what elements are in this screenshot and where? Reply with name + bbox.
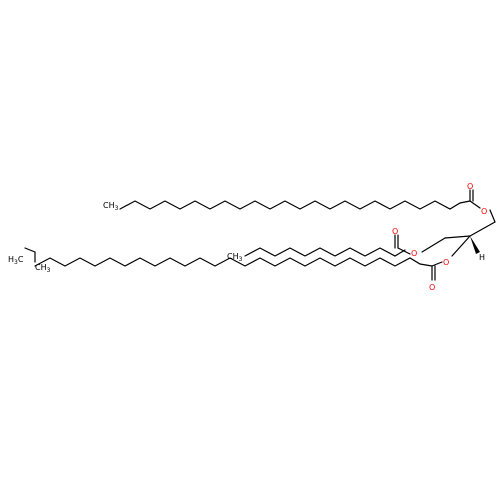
top-ester-o-bond [489, 209, 496, 223]
bottom-ester-oxygen: O [443, 258, 449, 267]
top-ester-bond [469, 200, 481, 209]
bottom-ester-bond [431, 261, 443, 267]
middle-carbonyl-oxygen: O [392, 227, 398, 236]
glycerol-c1-c2 [469, 221, 496, 237]
stereo-hydrogen: H [479, 253, 485, 262]
bottom-branch-ethyl [24, 247, 36, 253]
top-carbonyl-oxygen: O [467, 182, 473, 191]
branch-methyl-label: CH3 [35, 263, 51, 274]
bottom-acyl-chain [34, 257, 433, 267]
middle-ester-oxygen: O [411, 249, 417, 258]
bottom-ethyl-label: H3C [8, 255, 24, 266]
top-ester-oxygen: O [481, 207, 487, 216]
bottom-carbonyl-oxygen: O [429, 283, 435, 292]
middle-o-to-glycerol [421, 237, 446, 253]
middle-acyl-chain [244, 247, 406, 257]
middle-methyl-label: CH3 [227, 252, 243, 263]
glycerol-c3-c2 [444, 235, 471, 239]
stereo-wedge [470, 236, 480, 254]
middle-ester-bond [397, 247, 411, 255]
top-acyl-chain [119, 200, 471, 210]
top-methyl-label: CH3 [103, 201, 119, 212]
glycerol-c2-o [451, 235, 471, 257]
